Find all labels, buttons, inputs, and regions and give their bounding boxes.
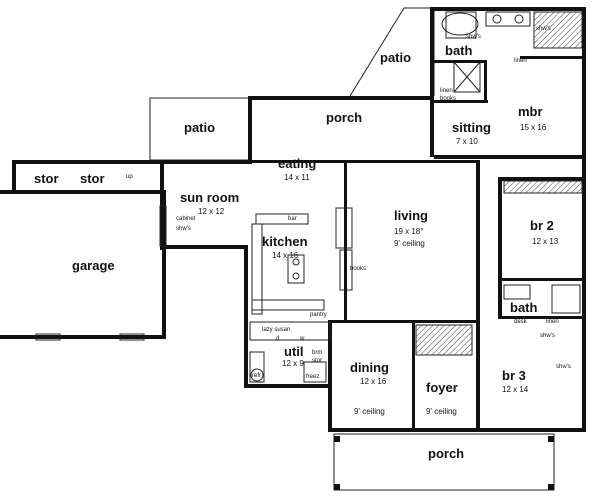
br2-dim: 12 x 13 — [532, 237, 559, 246]
porch-front-label: porch — [428, 446, 464, 461]
front-porch-columns — [333, 433, 555, 491]
bath2-shws2: shw's — [556, 364, 571, 370]
util-stor: stor — [312, 358, 322, 364]
foyer-ceiling: 9' ceiling — [426, 407, 457, 416]
kitchen-label: kitchen — [262, 234, 308, 249]
garage-label: garage — [72, 258, 115, 273]
bath2-desk: desk — [514, 319, 528, 325]
dining-label: dining — [350, 360, 389, 375]
sun-room-cabinet: cabinet — [176, 216, 196, 222]
util-details — [249, 321, 331, 383]
dining-ceiling: 9' ceiling — [354, 407, 385, 416]
master-bath-details — [434, 11, 583, 103]
living-ceiling: 9' ceiling — [394, 239, 425, 248]
living-label: living — [394, 208, 428, 223]
patio-top-label: patio — [380, 50, 411, 65]
eating-dim: 14 x 11 — [284, 173, 310, 182]
sun-room-label: sun room — [180, 190, 239, 205]
sun-room-shws: shw's — [176, 226, 191, 232]
util-w: w — [299, 336, 305, 342]
bath-master-showers-2: shw's — [536, 26, 551, 32]
room-labels: patio bath shw's shw's linen linen books… — [34, 26, 571, 461]
patio-left-label: patio — [184, 120, 215, 135]
bath-master-linen-2: linen — [440, 88, 453, 94]
kitchen-pantry: pantry — [310, 312, 327, 318]
util-lazy-susan: lazy susan — [262, 327, 290, 333]
util-label: util — [284, 344, 304, 359]
util-refr: refr — [252, 373, 261, 379]
porch-back-label: porch — [326, 110, 362, 125]
bath2-linen: linen — [546, 319, 559, 325]
bath-master-label: bath — [445, 43, 473, 58]
bath-master-showers: shw's — [466, 34, 481, 40]
eating-label: eating — [278, 156, 316, 171]
living-dim: 19 x 18° — [394, 227, 423, 236]
living-books: books — [350, 266, 366, 272]
kitchen-dim: 14 x 16 — [272, 251, 299, 260]
sitting-dim: 7 x 10 — [456, 137, 478, 146]
bath-master-books: books — [440, 96, 456, 102]
dining-dim: 12 x 16 — [360, 377, 387, 386]
bath-master-linen: linen — [514, 58, 527, 64]
util-d: d — [276, 336, 279, 342]
stor2-label: stor — [80, 171, 105, 186]
mbr-label: mbr — [518, 104, 543, 119]
util-freez: freez — [306, 374, 319, 380]
foyer-label: foyer — [426, 380, 458, 395]
mbr-dim: 15 x 16 — [520, 123, 547, 132]
stor2-up: up — [126, 174, 133, 180]
br3-dim: 12 x 14 — [502, 385, 529, 394]
util-dim: 12 x 9 — [282, 359, 304, 368]
stor1-label: stor — [34, 171, 59, 186]
bedroom-closets — [415, 180, 583, 356]
br2-label: br 2 — [530, 218, 554, 233]
sun-room-dim: 12 x 12 — [198, 207, 225, 216]
util-brm: brm — [312, 350, 322, 356]
bath2-label: bath — [510, 300, 538, 315]
sitting-label: sitting — [452, 120, 491, 135]
garage-windows — [35, 205, 167, 341]
bath2-shws1: shw's — [540, 333, 555, 339]
exterior-walls — [0, 7, 586, 432]
kitchen-bar: bar — [288, 216, 297, 222]
br3-label: br 3 — [502, 368, 526, 383]
kitchen-details — [251, 207, 353, 315]
